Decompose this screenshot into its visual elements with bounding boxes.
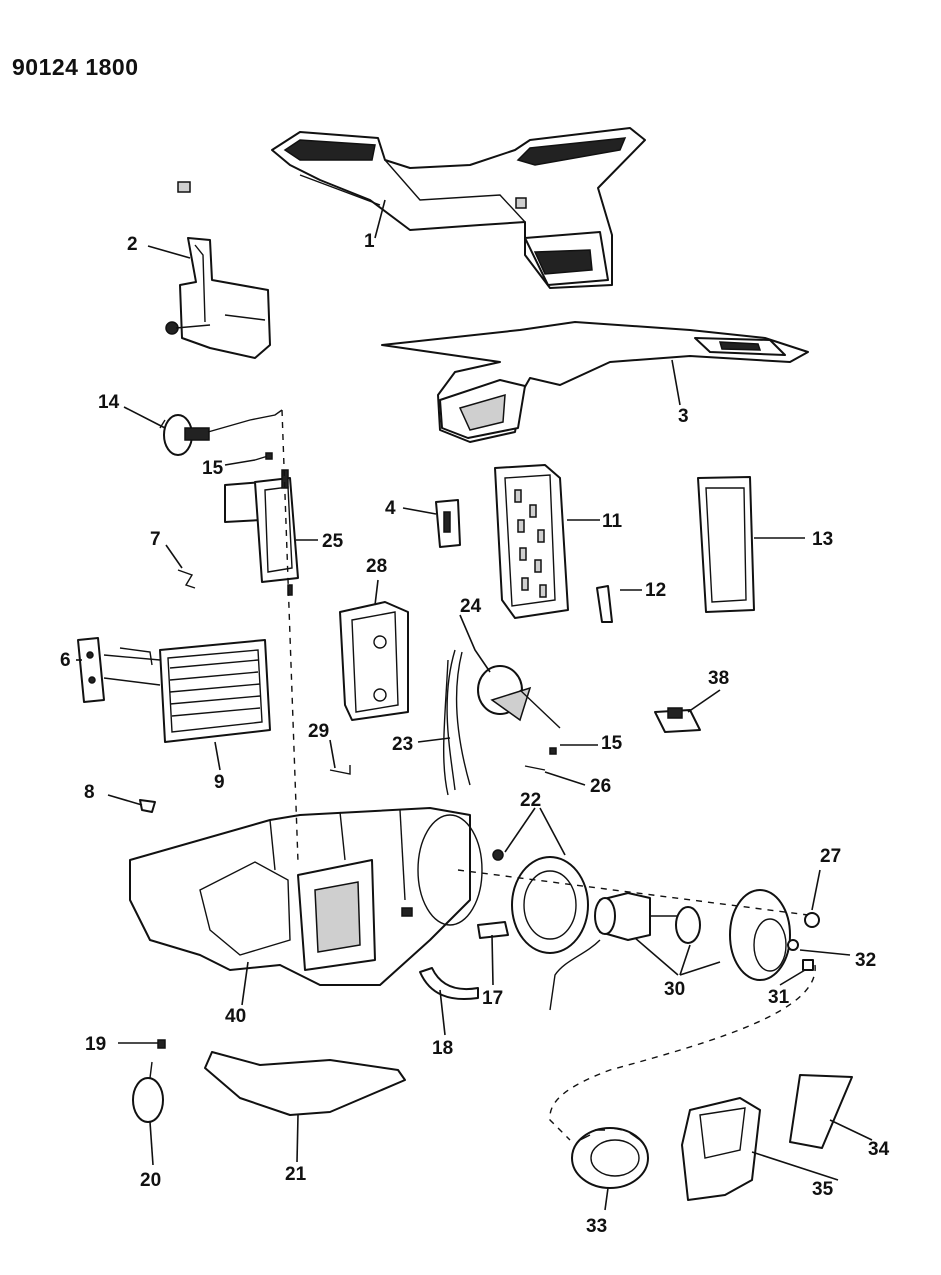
callout-7: 7 <box>150 529 161 550</box>
assembly-alignment-lines <box>281 409 816 1141</box>
part-34-shield <box>789 1074 853 1149</box>
callout-18: 18 <box>432 1038 453 1059</box>
part-9-heater-core <box>103 639 271 743</box>
callout-13: 13 <box>812 529 833 550</box>
callout-24: 24 <box>460 596 482 617</box>
callout-9: 9 <box>214 772 225 793</box>
part-4-seal <box>435 499 461 548</box>
callout-33: 33 <box>586 1216 607 1237</box>
callout-21: 21 <box>285 1164 307 1185</box>
callout-34: 34 <box>868 1139 890 1160</box>
callout-1: 1 <box>364 231 375 252</box>
callout-28: 28 <box>366 556 387 577</box>
callout-3: 3 <box>678 406 689 427</box>
callout-17: 17 <box>482 988 503 1009</box>
part-7-clip <box>177 569 196 589</box>
part-26-pin <box>524 765 546 771</box>
callout-27: 27 <box>820 846 841 867</box>
callout-8: 8 <box>84 782 95 803</box>
part-23-wiring-harness <box>442 649 471 796</box>
part-3-lower-duct <box>381 321 809 443</box>
part-35-blower-housing <box>681 1097 761 1201</box>
callout-25: 25 <box>322 531 344 552</box>
callout-11: 11 <box>602 511 623 532</box>
callout-40: 40 <box>225 1006 246 1027</box>
callout-38: 38 <box>708 668 729 689</box>
callout-labels: 1 2 3 4 6 7 8 9 11 12 13 14 15 15 17 18 … <box>60 231 890 1237</box>
part-20-vacuum-actuator <box>132 1061 164 1123</box>
callout-4: 4 <box>385 498 396 519</box>
part-15-clip-upper <box>254 452 273 461</box>
part-15-clip-lower <box>549 747 557 755</box>
callout-14: 14 <box>98 392 120 413</box>
part-28-housing-panel <box>339 601 409 721</box>
part-13-seal-frame <box>697 476 755 613</box>
part-12-seal <box>596 585 613 623</box>
part-2-bracket <box>165 237 271 359</box>
part-31-clip <box>802 959 814 971</box>
part-17-resistor <box>477 921 509 939</box>
leader-lines <box>76 199 873 1211</box>
part-6-pipe-block <box>77 637 105 703</box>
part-30-blower-motor <box>549 889 791 1011</box>
part-38-vacuum-switch <box>654 707 701 733</box>
part-1-air-distribution-duct <box>177 127 646 289</box>
part-24-actuator <box>477 665 561 729</box>
part-27-nut <box>804 912 820 928</box>
part-33-blower-wheel <box>571 1127 649 1189</box>
callout-15-upper: 15 <box>202 458 224 479</box>
part-19-clip <box>157 1039 166 1049</box>
part-25-heater-core <box>224 469 299 596</box>
callout-20: 20 <box>140 1170 161 1191</box>
part-29-clip <box>329 765 351 775</box>
part-14-vacuum-actuator <box>159 409 283 456</box>
callout-12: 12 <box>645 580 666 601</box>
callout-15-lower: 15 <box>601 733 623 754</box>
callout-6: 6 <box>60 650 71 671</box>
callout-31: 31 <box>768 987 790 1008</box>
document-id: 90124 1800 <box>12 54 139 80</box>
callout-32: 32 <box>855 950 876 971</box>
callout-35: 35 <box>812 1179 834 1200</box>
callout-19: 19 <box>85 1034 106 1055</box>
part-40-main-housing <box>129 807 483 986</box>
callout-29: 29 <box>308 721 329 742</box>
part-18-hose <box>419 967 479 1000</box>
part-32-washer <box>787 939 799 951</box>
callout-30: 30 <box>664 979 685 1000</box>
callout-23: 23 <box>392 734 413 755</box>
callout-26: 26 <box>590 776 611 797</box>
part-8-clip <box>139 799 156 813</box>
part-22-gasket <box>492 849 589 954</box>
callout-2: 2 <box>127 234 138 255</box>
callout-22: 22 <box>520 790 541 811</box>
part-11-evaporator <box>494 464 569 619</box>
part-21-floor-duct <box>204 1051 406 1116</box>
